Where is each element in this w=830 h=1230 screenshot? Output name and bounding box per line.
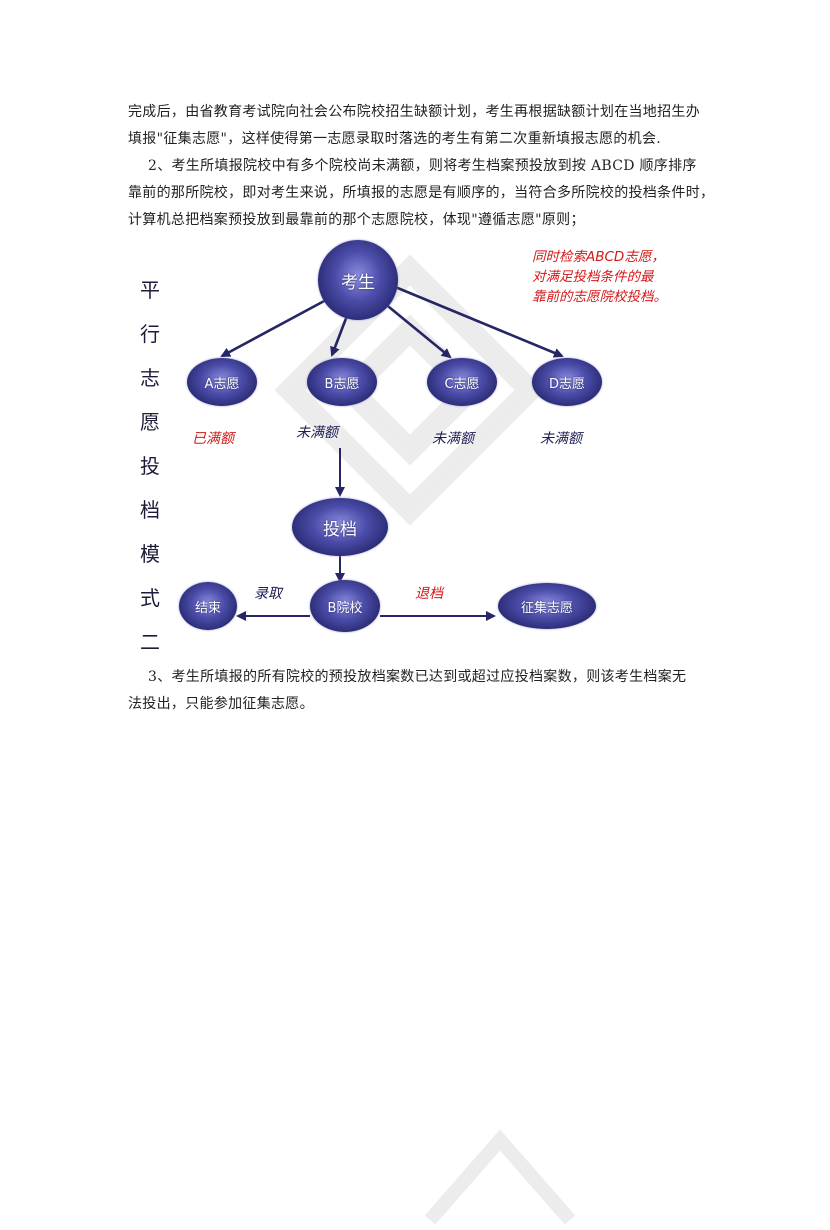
node-submit-file: 投档	[292, 498, 388, 556]
node-school-b: B院校	[310, 580, 380, 632]
text-line: 2、考生所填报院校中有多个院校尚未满额，则将考生档案预投放到按 ABCD 顺序排…	[148, 158, 697, 174]
paragraph-3: 3、考生所填报的所有院校的预投放档案数已达到或超过应投档案数，则该考生档案无 法…	[128, 664, 718, 718]
node-choice-c: C志愿	[427, 358, 497, 406]
text-line: 法投出，只能参加征集志愿。	[128, 696, 314, 712]
node-supplementary: 征集志愿	[498, 583, 596, 629]
vertical-title: 平 行 志 愿 投 档 模 式 二	[140, 278, 160, 654]
text-line: 计算机总把档案预投放到最靠前的那个志愿院校，体现"遵循志愿"原则；	[128, 212, 585, 228]
status-open-d: 未满额	[540, 431, 582, 447]
edge-label-reject: 退档	[415, 586, 443, 602]
paragraph-2: 2、考生所填报院校中有多个院校尚未满额，则将考生档案预投放到按 ABCD 顺序排…	[128, 153, 718, 234]
edge-label-admit: 录取	[254, 586, 282, 602]
search-note: 同时检索ABCD志愿， 对满足投档条件的最 靠前的志愿院校投档。	[532, 249, 667, 305]
node-student: 考生	[318, 240, 398, 320]
node-end: 结束	[179, 582, 237, 630]
text-line: 填报"征集志愿"，这样使得第一志愿录取时落选的考生有第二次重新填报志愿的机会.	[128, 131, 662, 147]
text-line: 3、考生所填报的所有院校的预投放档案数已达到或超过应投档案数，则该考生档案无	[148, 669, 687, 685]
status-full-a: 已满额	[192, 431, 234, 447]
status-open-c: 未满额	[432, 431, 474, 447]
status-open-b: 未满额	[296, 425, 338, 441]
watermark-icon	[424, 1129, 576, 1225]
paragraph-1: 完成后，由省教育考试院向社会公布院校招生缺额计划，考生再根据缺额计划在当地招生办…	[128, 99, 718, 153]
text-line: 完成后，由省教育考试院向社会公布院校招生缺额计划，考生再根据缺额计划在当地招生办	[128, 104, 700, 120]
text-line: 靠前的那所院校，即对考生来说，所填报的志愿是有顺序的，当符合多所院校的投档条件时…	[128, 185, 715, 201]
node-choice-d: D志愿	[532, 358, 602, 406]
node-choice-b: B志愿	[307, 358, 377, 406]
parallel-admission-diagram: 平 行 志 愿 投 档 模 式 二 同时检索ABCD志愿， 对满足投档条件的最 …	[130, 238, 710, 658]
arrow-connectors	[220, 282, 564, 621]
node-choice-a: A志愿	[187, 358, 257, 406]
